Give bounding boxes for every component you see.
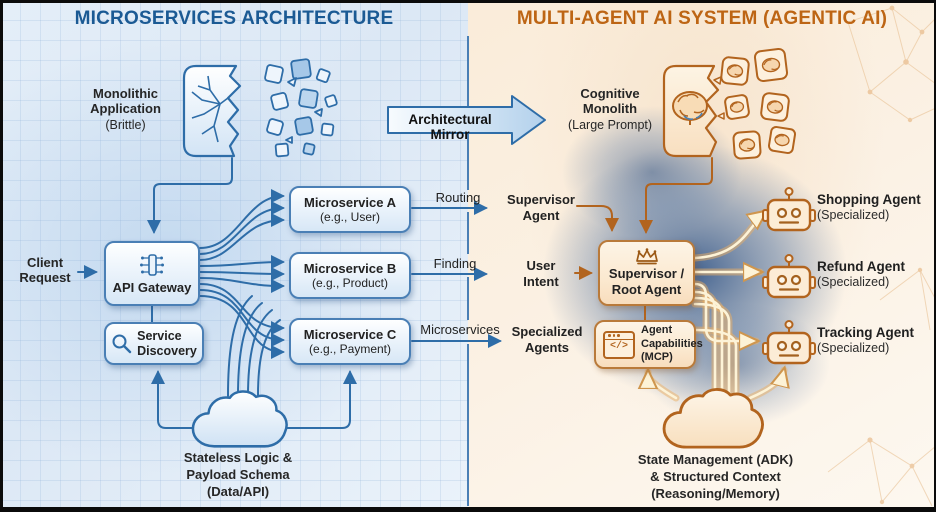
- tracking-agent-name: Tracking Agent: [817, 325, 915, 340]
- microservice-a-node: Microservice A (e.g., User): [289, 186, 411, 233]
- stateless-cloud-label: Stateless Logic & Payload Schema (Data/A…: [183, 450, 293, 499]
- left-panel-title: MICROSERVICES ARCHITECTURE: [74, 8, 394, 29]
- finding-label: Finding: [433, 256, 477, 271]
- network-pattern: [827, 5, 936, 507]
- supervisor-root-agent-node: Supervisor / Root Agent: [598, 240, 695, 306]
- tracking-agent-robot-icon: [762, 320, 816, 365]
- right-panel-title: MULTI-AGENT AI SYSTEM (AGENTIC AI): [516, 8, 888, 29]
- shopping-agent-label: Shopping Agent (Specialized): [817, 192, 929, 223]
- microservice-b-node: Microservice B (e.g., Product): [289, 252, 411, 299]
- code-window-icon: </>: [603, 330, 635, 359]
- block-arrow-icon: [387, 95, 546, 145]
- blue-connectors: [77, 157, 502, 429]
- microservice-b-example: (e.g., Product): [311, 276, 389, 291]
- supervisor-root-agent-label: Supervisor / Root Agent: [608, 266, 685, 297]
- crown-icon: [635, 248, 658, 265]
- cognitive-monolith-label: Cognitive Monolith (Large Prompt): [554, 86, 666, 132]
- tracking-agent-label: Tracking Agent (Specialized): [817, 325, 929, 356]
- agent-capabilities-label: Agent Capabilities (MCP): [641, 323, 703, 364]
- refund-agent-robot-icon: [762, 254, 816, 299]
- agent-capabilities-node: </> Agent Capabilities (MCP): [594, 320, 703, 369]
- user-intent-label: User Intent: [523, 258, 559, 289]
- microservice-c-name: Microservice C: [303, 326, 397, 342]
- api-gateway-node: API Gateway: [104, 241, 200, 306]
- service-discovery-label: Service Discovery: [137, 328, 197, 358]
- shopping-agent-name: Shopping Agent: [817, 192, 921, 207]
- routing-label: Routing: [435, 190, 481, 205]
- bottom-frame-bar: [0, 507, 936, 512]
- agent-connectors: [648, 212, 784, 400]
- cognitive-monolith-label-main: Cognitive Monolith: [580, 86, 640, 117]
- specialized-agents-label: Specialized Agents: [511, 324, 583, 355]
- shattered-fragments-icon: [264, 58, 338, 158]
- cognitive-monolith-icon: [662, 64, 720, 158]
- brain-fragments-icon: [713, 47, 797, 160]
- api-gateway-label: API Gateway: [112, 279, 192, 295]
- tracking-agent-sub: (Specialized): [817, 341, 890, 356]
- left-frame-bar: [0, 0, 3, 512]
- microservice-b-name: Microservice B: [303, 260, 397, 276]
- microservice-c-node: Microservice C (e.g., Payment): [289, 318, 411, 365]
- client-request-label: Client Request: [19, 255, 71, 286]
- microservice-a-example: (e.g., User): [319, 210, 380, 225]
- monolithic-app-label-main: Monolithic Application: [90, 86, 161, 117]
- refund-agent-sub: (Specialized): [817, 275, 890, 290]
- magnifier-icon: [112, 334, 132, 354]
- microservices-row-label: Microservices: [420, 322, 500, 337]
- orange-connectors: [574, 157, 713, 321]
- shopping-agent-robot-icon: [762, 187, 816, 232]
- state-management-cloud-icon: [662, 388, 764, 449]
- cognitive-monolith-label-sub: (Large Prompt): [567, 117, 653, 132]
- shattered-app-icon: [182, 64, 242, 158]
- monolithic-app-label: Monolithic Application (Brittle): [68, 86, 183, 132]
- microservice-c-example: (e.g., Payment): [308, 342, 392, 357]
- code-glyph: </>: [609, 340, 628, 352]
- architectural-mirror-label: Architectural Mirror: [408, 112, 492, 142]
- brain-icon: [672, 91, 708, 125]
- supervisor-agent-label: Supervisor Agent: [507, 192, 575, 223]
- shopping-agent-sub: (Specialized): [817, 208, 890, 223]
- monolithic-app-label-sub: (Brittle): [105, 117, 146, 132]
- microservice-a-name: Microservice A: [303, 194, 396, 210]
- stateless-cloud-icon: [191, 390, 288, 448]
- service-discovery-node: Service Discovery: [104, 322, 204, 365]
- state-management-cloud-label: State Management (ADK) & Structured Cont…: [637, 452, 794, 501]
- refund-agent-name: Refund Agent: [817, 259, 905, 274]
- right-frame-bar: [934, 0, 936, 512]
- api-gateway-chip-icon: [140, 253, 164, 276]
- refund-agent-label: Refund Agent (Specialized): [817, 259, 929, 290]
- top-frame-bar: [0, 0, 936, 3]
